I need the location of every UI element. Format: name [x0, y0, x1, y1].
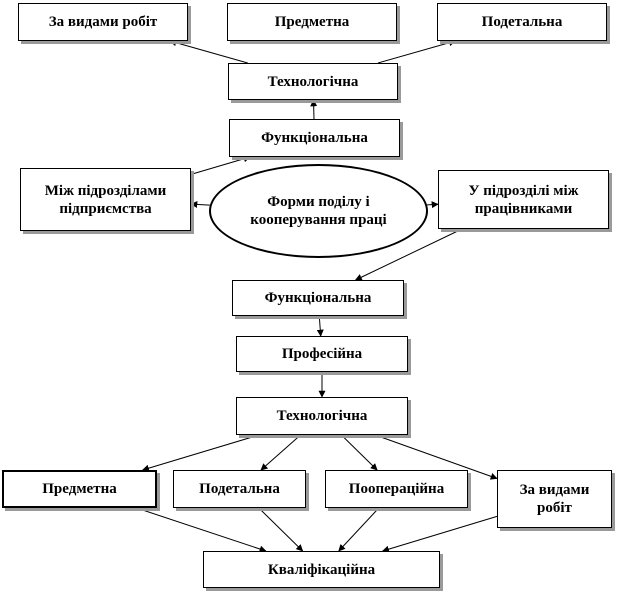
- edge-b_podetalna-to-kvalifikatsiina: [258, 507, 304, 552]
- node-label: Функціональна: [264, 290, 372, 306]
- node-label: Подетальна: [481, 14, 563, 30]
- edge-center-to-u_pidrozdili: [427, 201, 439, 209]
- node-label: Подетальна: [199, 481, 280, 497]
- node-funktsionalna-top: Функціональна: [229, 119, 400, 157]
- node-label: Поопераційна: [348, 481, 445, 497]
- edge-tech_top-to-top_podetalna: [377, 39, 456, 64]
- edge-tech_top-to-top_za_vydamy: [169, 39, 248, 64]
- edge-u_pidrozdili-to-func_mid: [354, 228, 463, 281]
- edge-tech_bottom-to-b_podetalna: [260, 434, 301, 471]
- node-label: За видами робіт: [48, 14, 158, 30]
- node-tekhnolohichna-bottom: Технологічна: [236, 397, 408, 435]
- edge-b_pooperatsiina-to-kvalifikatsiina: [338, 507, 380, 552]
- node-label: Функціональна: [261, 130, 368, 146]
- node-label: Предметна: [274, 14, 350, 30]
- edge-func_mid-to-profesiina: [316, 315, 324, 337]
- node-u-pidrozdili: У підрозділі між працівниками: [438, 170, 609, 229]
- node-label: У підрозділі між працівниками: [468, 182, 579, 217]
- edge-b_za_vydamy-to-kvalifikatsiina: [381, 515, 498, 553]
- node-top-predmetna: Предметна: [227, 3, 397, 41]
- node-label: Професійна: [281, 346, 363, 362]
- node-tekhnolohichna-top: Технологічна: [228, 63, 398, 100]
- edge-func_top-to-tech_top: [310, 99, 318, 120]
- node-label: Кваліфікаційна: [267, 561, 376, 578]
- edge-mizh-to-func_top: [190, 155, 251, 175]
- node-label: Технологічна: [267, 73, 359, 90]
- node-label: Технологічна: [276, 408, 368, 424]
- node-profesiina: Професійна: [236, 336, 408, 372]
- node-label: Форми поділу і кооперування праці: [250, 194, 387, 228]
- node-label: Між підрозділами підприємства: [44, 182, 167, 217]
- node-kvalifikatsiina: Кваліфікаційна: [203, 551, 440, 588]
- node-label: За видами робіт: [519, 482, 590, 516]
- node-bottom-podetalna: Подетальна: [173, 470, 306, 508]
- edge-tech_bottom-to-b_za_vydamy: [375, 434, 498, 480]
- node-funktsionalna-mid: Функціональна: [232, 280, 404, 316]
- edge-tech_bottom-to-b_predmetna: [141, 434, 260, 472]
- edge-tech_bottom-to-b_pooperatsiina: [341, 434, 378, 471]
- node-bottom-pooperatsiina: Поопераційна: [325, 470, 468, 508]
- node-top-podetalna: Подетальна: [437, 3, 607, 41]
- node-label: Предметна: [42, 481, 117, 497]
- node-mizh-pidrozdilamy: Між підрозділами підприємства: [20, 168, 191, 231]
- node-top-za-vydamy-robit: За видами робіт: [18, 3, 188, 41]
- node-bottom-predmetna: Предметна: [2, 470, 157, 508]
- edge-b_predmetna-to-kvalifikatsiina: [136, 507, 267, 553]
- node-center-formy-podilu: Форми поділу і кооперування праці: [209, 164, 428, 258]
- node-bottom-za-vydamy-robit: За видами робіт: [497, 470, 612, 528]
- edge-center-to-mizh: [190, 200, 210, 208]
